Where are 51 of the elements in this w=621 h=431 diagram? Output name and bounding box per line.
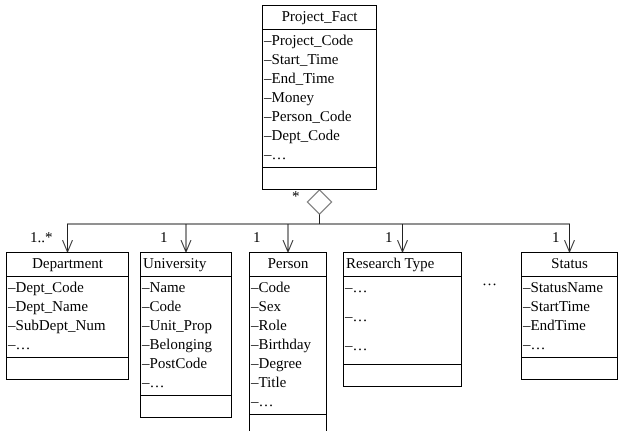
attribute-text: –Dept_Name bbox=[8, 298, 89, 317]
class-box bbox=[6, 252, 129, 380]
attribute-text: –PostCode bbox=[142, 355, 208, 374]
attribute-text: –… bbox=[345, 337, 368, 356]
attribute-text: –… bbox=[345, 308, 368, 327]
class-box bbox=[140, 252, 232, 418]
attribute-text: –Start_Time bbox=[264, 51, 340, 70]
class-box bbox=[262, 5, 377, 190]
attribute-text: –Name bbox=[142, 279, 186, 298]
attribute-text: –Project_Code bbox=[264, 32, 354, 51]
multiplicity-label: 1 bbox=[385, 229, 392, 247]
attribute-text: –… bbox=[264, 146, 288, 165]
class-box bbox=[249, 252, 327, 431]
attribute-text: –… bbox=[142, 374, 166, 393]
class-box bbox=[521, 252, 618, 380]
attribute-text: –Sex bbox=[251, 298, 282, 317]
attribute-text: –Degree bbox=[251, 355, 303, 374]
attribute-text: –Birthday bbox=[251, 336, 312, 355]
attribute-text: –Person_Code bbox=[264, 108, 352, 127]
attribute-text: –Dept_Code bbox=[264, 127, 341, 146]
multiplicity-label: 1 bbox=[552, 229, 560, 247]
class-box bbox=[343, 252, 462, 387]
multiplicity-label: 1 bbox=[253, 229, 260, 247]
attribute-text: –Dept_Code bbox=[8, 279, 85, 298]
multiplicity-label: * bbox=[292, 188, 300, 206]
attribute-text: –StatusName bbox=[523, 279, 604, 298]
attribute-text: –… bbox=[523, 336, 546, 355]
class-name: Research Type bbox=[346, 256, 434, 272]
attribute-text: –Code bbox=[142, 298, 182, 317]
ellipsis-text: … bbox=[482, 272, 497, 290]
attribute-text: –Unit_Prop bbox=[142, 317, 214, 336]
class-name: University bbox=[143, 256, 206, 272]
multiplicity-label: 1 bbox=[160, 229, 168, 247]
attribute-text: –… bbox=[251, 393, 274, 412]
class-name: Department bbox=[32, 256, 103, 272]
attribute-text: –… bbox=[8, 336, 32, 355]
attribute-text: –Code bbox=[251, 279, 292, 298]
class-name: Project_Fact bbox=[282, 9, 358, 25]
attribute-text: –… bbox=[345, 279, 368, 298]
multiplicity-label: 1..* bbox=[30, 229, 52, 247]
attribute-text: –Title bbox=[251, 374, 288, 393]
attribute-text: –StartTime bbox=[523, 298, 591, 317]
class-name: Person bbox=[268, 256, 308, 272]
attribute-text: –End_Time bbox=[264, 70, 336, 89]
attribute-text: –Money bbox=[264, 89, 315, 108]
attribute-text: –SubDept_Num bbox=[8, 317, 106, 336]
attribute-text: –Belonging bbox=[142, 336, 213, 355]
attribute-text: –Role bbox=[251, 317, 288, 336]
class-name: Status bbox=[551, 256, 588, 272]
aggregation-connector bbox=[307, 190, 575, 252]
attribute-text: –EndTime bbox=[523, 317, 587, 336]
